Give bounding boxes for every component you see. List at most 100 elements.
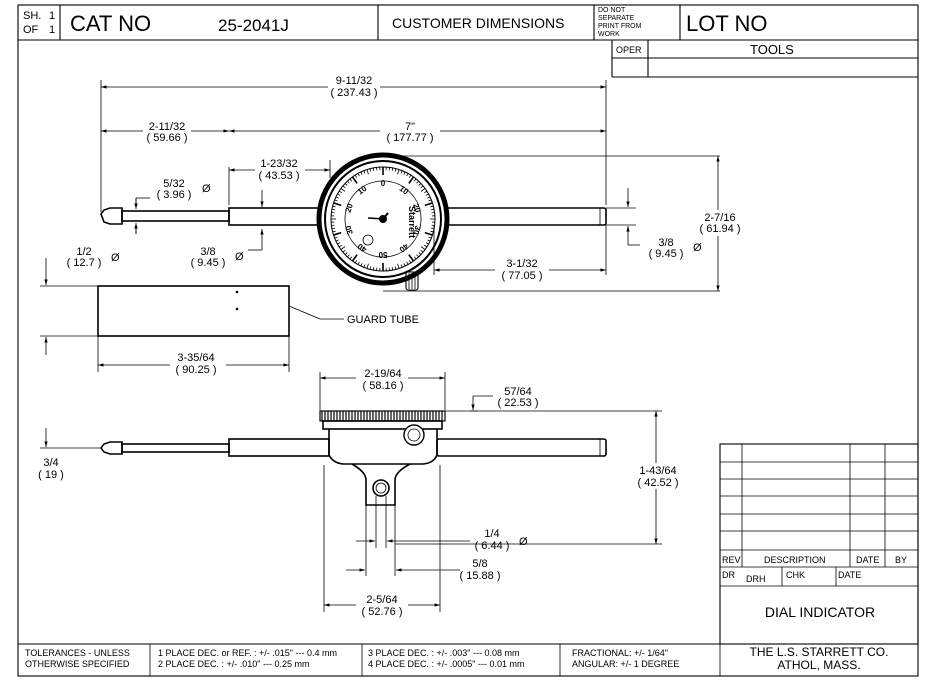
- dial-tick: [338, 190, 342, 194]
- dial-tick: [403, 171, 406, 175]
- dial-tick: [408, 174, 412, 178]
- dim-right-dia-frac: 3/8: [658, 237, 673, 249]
- tolerance-heading-2: OTHERWISE SPECIFIED: [25, 659, 130, 669]
- tolerance-strip: TOLERANCES - UNLESS OTHERWISE SPECIFIED …: [18, 643, 918, 676]
- dial-tick: [333, 202, 342, 207]
- dial-tick: [420, 188, 426, 192]
- dim-right-stem-frac: 3-1/32: [506, 258, 537, 270]
- dim-stem-dia-frac: 3/8: [200, 246, 215, 258]
- dial-tick: [340, 188, 346, 192]
- dial-number: 0: [381, 179, 386, 188]
- dial-number: 30: [343, 224, 354, 236]
- dim-bezel-h-mm: ( 22.53 ): [498, 397, 539, 409]
- dim-stem-len-mm: ( 43.53 ): [259, 170, 300, 182]
- dial-tick: [347, 180, 350, 184]
- dim-stem-offset-frac: 3/4: [43, 457, 58, 469]
- dial-tick: [408, 260, 412, 264]
- dial-tick: [340, 246, 346, 250]
- tools-label: TOOLS: [750, 42, 794, 57]
- dim-back-to-right-mm: ( 177.77 ): [386, 132, 433, 144]
- dial-tick: [342, 185, 346, 189]
- dim-guard-dia-symbol: Ø: [111, 252, 120, 264]
- dim-guard-len-mm: ( 90.25 ): [176, 364, 217, 376]
- dial-tick: [354, 174, 358, 178]
- tolerance-angular: ANGULAR: +/- 1 DEGREE: [572, 659, 679, 669]
- dr-label: DR: [722, 570, 735, 580]
- dial-brand-text: Starrett: [407, 206, 417, 238]
- dial-tick: [369, 266, 372, 270]
- do-not-separate-2: SEPARATE: [598, 15, 635, 22]
- dial-tick: [372, 167, 375, 171]
- sheet-number: 1: [49, 10, 55, 22]
- sheet-label: SH.: [23, 10, 41, 22]
- dial-tick: [420, 249, 424, 253]
- dim-tip-dia-frac: 5/32: [163, 178, 184, 190]
- dial-tick: [430, 205, 434, 208]
- dial-tick: [424, 244, 428, 248]
- do-not-separate-1: DO NOT: [598, 7, 626, 14]
- dial-number: 50: [378, 250, 387, 259]
- dim-right-dia-symbol: Ø: [693, 242, 702, 254]
- dial-number: 30: [411, 224, 422, 236]
- dim-dial-dia-frac: 2-7/16: [704, 212, 735, 224]
- dial-tick: [344, 183, 348, 186]
- dial-tick: [397, 263, 400, 269]
- guard-tube-label: GUARD TUBE: [347, 314, 419, 326]
- dial-tick: [344, 252, 348, 255]
- date-label: DATE: [856, 555, 879, 565]
- dial-tick: [424, 231, 433, 236]
- dial-tick: [357, 173, 360, 177]
- dial-tick: [347, 254, 350, 258]
- dial-tick: [351, 176, 358, 184]
- dial-tick: [394, 266, 397, 270]
- dim-bezel-w-mm: ( 58.16 ): [363, 380, 404, 392]
- by-label: BY: [895, 555, 907, 565]
- dim-tip-dia-symbol: Ø: [202, 183, 211, 195]
- dial-tick: [349, 178, 353, 182]
- cat-no-value: 25-2041J: [218, 16, 289, 35]
- dial-tick: [418, 252, 422, 255]
- dial-tick: [431, 227, 435, 230]
- tolerance-4place: 4 PLACE DEC. : +/- .0005" --- 0.01 mm: [368, 659, 525, 669]
- dim-left-to-back-frac: 2-11/32: [149, 121, 186, 133]
- dial-tick: [331, 208, 335, 211]
- dim-overall-frac: 9-11/32: [336, 75, 373, 87]
- dial-tick: [394, 168, 397, 172]
- dim-bezel-h-frac: 57/64: [504, 386, 532, 398]
- dial-tick: [372, 267, 375, 271]
- dial-tick: [332, 205, 336, 208]
- dim-guard-dia-mm: ( 12.7 ): [67, 257, 102, 269]
- dial-tick: [366, 263, 369, 269]
- dim-height-mm: ( 42.52 ): [638, 477, 679, 489]
- dim-stem-dia-mm: ( 9.45 ): [191, 257, 226, 269]
- dial-tick: [428, 199, 432, 202]
- dial-tick: [334, 199, 338, 202]
- dial-tick: [338, 244, 342, 248]
- dial-tick: [425, 193, 429, 196]
- date2-label: DATE: [838, 570, 861, 580]
- dim-left-to-back-mm: ( 59.66 ): [147, 132, 188, 144]
- dial-tick: [420, 185, 424, 189]
- dial-tick: [351, 254, 358, 262]
- dial-tick: [427, 196, 431, 199]
- dial-tick: [335, 239, 339, 242]
- dial-tick: [416, 180, 419, 184]
- dial-tick: [413, 256, 417, 260]
- dim-guard-len-frac: 3-35/64: [177, 352, 214, 364]
- title-header: SH. 1 OF 1 CAT NO 25-2041J CUSTOMER DIME…: [17, 4, 919, 677]
- dial-tick: [418, 183, 422, 186]
- dial-tick: [357, 261, 360, 265]
- dim-body-w-mm: ( 52.76 ): [362, 606, 403, 618]
- dim-bezel-w-frac: 2-19/64: [364, 368, 401, 380]
- of-label: OF: [23, 24, 39, 36]
- dial-tick: [403, 263, 406, 267]
- do-not-separate-4: WORK: [598, 31, 620, 38]
- dim-right-dia-mm: ( 9.45 ): [649, 248, 684, 260]
- dial-tick: [366, 169, 369, 175]
- dial-tick: [397, 169, 400, 175]
- do-not-separate-3: PRINT FROM: [598, 23, 642, 30]
- dim-stem-dia-symbol: Ø: [235, 251, 244, 263]
- dial-tick: [391, 167, 394, 171]
- tolerance-2place: 2 PLACE DEC. : +/- .010" --- 0.25 mm: [158, 659, 310, 669]
- dial-tick: [430, 230, 434, 233]
